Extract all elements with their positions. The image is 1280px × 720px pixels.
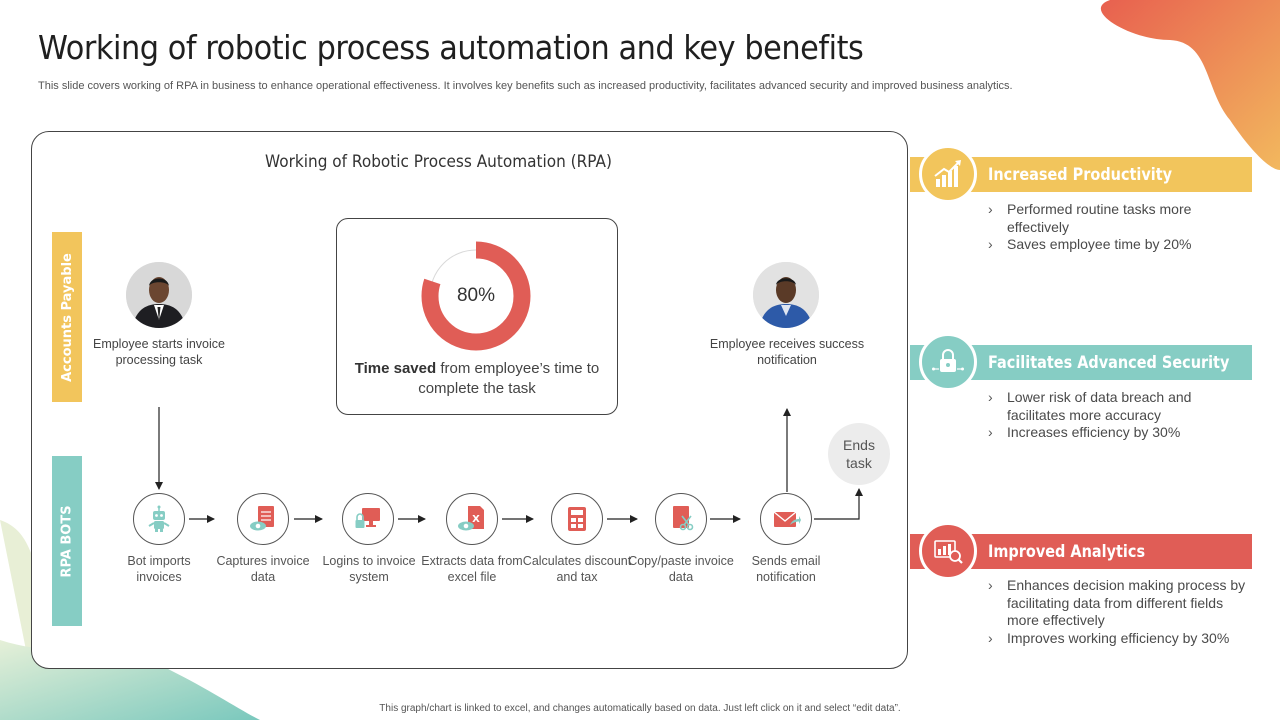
growth-chart-icon — [919, 145, 977, 203]
list-item: Saves employee time by 20% — [988, 236, 1248, 254]
page-subtitle: This slide covers working of RPA in busi… — [38, 80, 1013, 92]
step-label: Extracts data from excel file — [421, 554, 523, 584]
time-saved-value: 80% — [456, 285, 496, 306]
list-item: Enhances decision making process by faci… — [988, 577, 1248, 630]
list-item: Lower risk of data breach and facilitate… — [988, 389, 1248, 424]
benefit-title: Increased Productivity — [988, 164, 1173, 185]
step-label: Sends email notification — [751, 554, 821, 584]
robot-icon — [133, 493, 185, 545]
end-caption: Employee receives success notification — [709, 337, 865, 367]
list-item: Increases efficiency by 30% — [988, 424, 1248, 442]
document-eye-icon — [237, 493, 289, 545]
start-caption: Employee starts invoice processing task — [92, 337, 225, 367]
calculator-icon — [551, 493, 603, 545]
benefit-list-analytics: Enhances decision making process by faci… — [988, 577, 1248, 647]
page-title: Working of robotic process automation an… — [38, 28, 864, 67]
lock-monitor-icon — [342, 493, 394, 545]
decorative-corner-shape — [1100, 0, 1280, 170]
step-label: Copy/paste invoice data — [628, 554, 734, 584]
time-saved-donut — [421, 241, 531, 351]
svg-text:X: X — [472, 514, 480, 525]
benefit-title: Improved Analytics — [988, 541, 1146, 562]
donut-arc — [421, 241, 531, 351]
employee-avatar — [126, 262, 192, 328]
step-label: Logins to invoice system — [322, 554, 416, 584]
email-icon — [760, 493, 812, 545]
step-label: Calculates discount and tax — [522, 554, 632, 584]
scissors-document-icon — [655, 493, 707, 545]
analytics-magnifier-icon — [919, 522, 977, 580]
lane-accounts-payable: Accounts Payable — [52, 232, 82, 402]
lane-label: RPA BOTS — [59, 504, 75, 578]
list-item: Performed routine tasks more effectively — [988, 201, 1248, 236]
footnote: This graph/chart is linked to excel, and… — [379, 703, 901, 714]
benefit-list-security: Lower risk of data breach and facilitate… — [988, 389, 1248, 442]
excel-file-icon: X — [446, 493, 498, 545]
panel-title: Working of Robotic Process Automation (R… — [265, 152, 612, 172]
employee-avatar — [753, 262, 819, 328]
step-label: Bot imports invoices — [127, 554, 191, 584]
ends-task-node: Ends task — [828, 423, 890, 485]
time-saved-caption: Time saved from employee’s time to compl… — [350, 359, 604, 399]
step-label: Captures invoice data — [216, 554, 310, 584]
lane-rpa-bots: RPA BOTS — [52, 456, 82, 626]
caption-rest: from employee’s time to complete the tas… — [418, 360, 600, 397]
list-item: Improves working efficiency by 30% — [988, 630, 1248, 648]
benefit-list-productivity: Performed routine tasks more effectively… — [988, 201, 1248, 254]
benefit-title: Facilitates Advanced Security — [988, 352, 1230, 373]
caption-bold: Time saved — [354, 360, 437, 377]
padlock-network-icon — [919, 333, 977, 391]
